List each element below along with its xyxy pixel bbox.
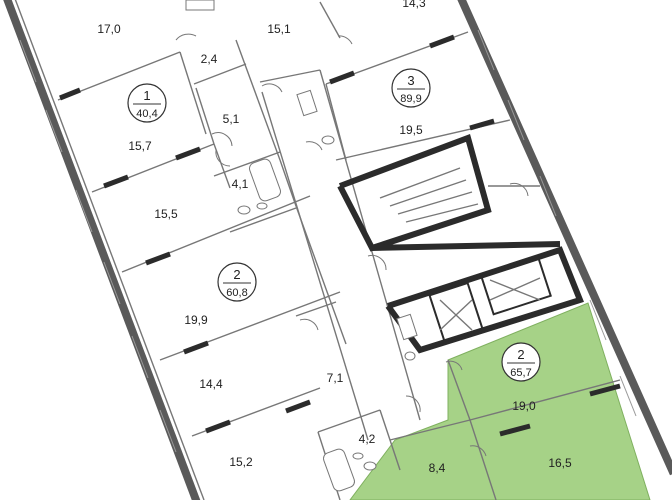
- sink-icon: [185, 0, 215, 11]
- apartment-highlight-2-65-7[interactable]: [349, 302, 651, 500]
- room-labels: 17,0 15,1 14,3 2,4 5,1 15,7 4,1 15,5 19,…: [97, 0, 572, 475]
- apartment-total-area: 60,8: [226, 287, 247, 299]
- left-facade-windows: [19, 39, 177, 453]
- sink-icon: [352, 452, 364, 460]
- room-area-label: 8,4: [429, 461, 446, 475]
- room-area-label: 5,1: [223, 112, 240, 126]
- apartment-badge-2-right[interactable]: 2 65,7: [501, 342, 541, 382]
- room-area-label: 14,3: [402, 0, 426, 10]
- toilet-icon: [321, 135, 335, 145]
- room-area-label: 15,7: [128, 139, 152, 153]
- apartment-rooms-count: 1: [143, 88, 150, 103]
- apartment-badge-2-left[interactable]: 2 60,8: [217, 262, 257, 302]
- right-facade-windows: [477, 29, 637, 417]
- interior-walls: [57, 1, 621, 500]
- room-area-label: 4,1: [232, 177, 249, 191]
- apartment-rooms-count: 2: [233, 267, 240, 282]
- room-area-label: 2,4: [201, 52, 218, 66]
- room-area-label: 19,5: [399, 123, 423, 137]
- apartment-total-area: 65,7: [510, 367, 531, 379]
- toilet-icon: [237, 205, 251, 215]
- room-area-label: 14,4: [199, 377, 223, 391]
- bathtub-icon: [323, 448, 355, 492]
- apartment-badge-3[interactable]: 3 89,9: [391, 68, 431, 108]
- shower-icon: [296, 89, 318, 117]
- sink-icon: [256, 202, 268, 210]
- apartment-total-area: 89,9: [400, 93, 421, 105]
- apartment-rooms-count: 2: [517, 347, 524, 362]
- apartment-badge-1[interactable]: 1 40,4: [127, 83, 167, 123]
- apartment-total-area: 40,4: [136, 108, 157, 120]
- outer-walls: [3, 0, 672, 500]
- bathtub-icon: [249, 158, 281, 202]
- room-area-label: 17,0: [97, 22, 121, 36]
- door-swings: [175, 33, 529, 457]
- shower-icon: [396, 313, 418, 341]
- apartment-rooms-count: 3: [407, 73, 414, 88]
- room-area-label: 19,0: [512, 399, 536, 413]
- room-area-label: 19,9: [184, 313, 208, 327]
- room-area-label: 15,1: [267, 22, 291, 36]
- room-area-label: 4,2: [359, 432, 376, 446]
- fixtures: [185, 0, 418, 492]
- toilet-icon: [404, 351, 416, 361]
- room-area-label: 7,1: [327, 371, 344, 385]
- toilet-icon: [363, 461, 377, 471]
- room-area-label: 15,5: [154, 207, 178, 221]
- room-area-label: 15,2: [229, 455, 253, 469]
- room-area-label: 16,5: [548, 456, 572, 470]
